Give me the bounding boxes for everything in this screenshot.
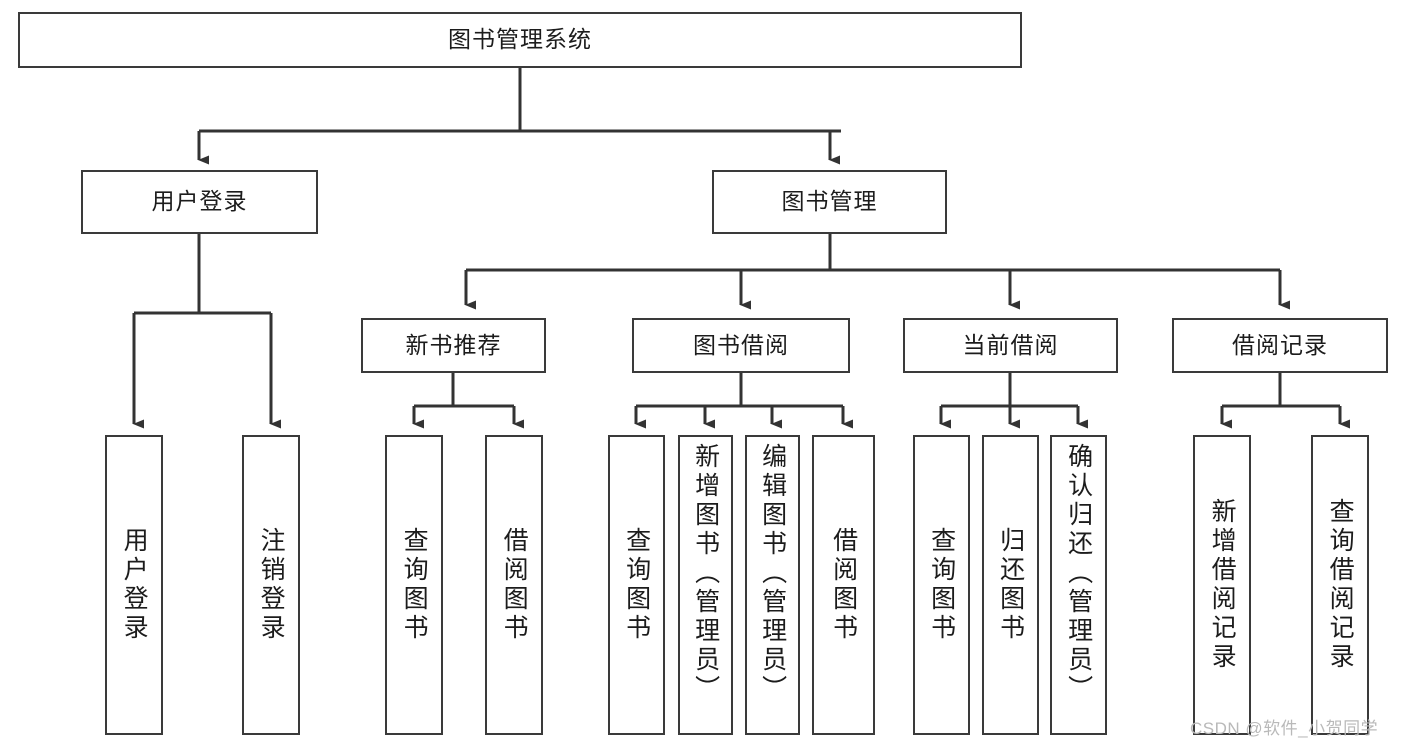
node-label: 借阅图书 <box>829 527 858 643</box>
node-label: 查询借阅记录 <box>1326 498 1355 672</box>
node-label: 图书借阅 <box>693 331 789 358</box>
node-label: 新书推荐 <box>405 331 502 358</box>
node-label: 查询图书 <box>927 527 956 643</box>
node-leaf-confirm-return-admin[interactable]: 确认归还（管理员） <box>1050 435 1107 735</box>
node-label: 当前借阅 <box>962 331 1059 358</box>
node-label: 查询图书 <box>400 527 429 643</box>
node-leaf-query-book-new[interactable]: 查询图书 <box>385 435 443 735</box>
node-label: 用户登录 <box>120 527 149 643</box>
node-leaf-edit-book-admin[interactable]: 编辑图书（管理员） <box>745 435 800 735</box>
node-label: 用户登录 <box>151 188 248 215</box>
node-label: 归还图书 <box>996 527 1025 643</box>
node-label: 借阅图书 <box>500 527 529 643</box>
node-new-book-recommendation[interactable]: 新书推荐 <box>361 318 546 373</box>
node-leaf-add-book-admin[interactable]: 新增图书（管理员） <box>678 435 733 735</box>
node-leaf-borrow-book-borrow[interactable]: 借阅图书 <box>812 435 875 735</box>
node-leaf-query-book-current[interactable]: 查询图书 <box>913 435 970 735</box>
node-book-manage[interactable]: 图书管理 <box>712 170 947 234</box>
node-leaf-add-borrow-record[interactable]: 新增借阅记录 <box>1193 435 1251 735</box>
node-label: 编辑图书（管理员） <box>758 443 787 704</box>
node-label: 新增图书（管理员） <box>691 443 720 704</box>
node-label: 确认归还（管理员） <box>1064 443 1093 704</box>
node-leaf-user-login[interactable]: 用户登录 <box>105 435 163 735</box>
node-label: 查询图书 <box>622 527 651 643</box>
node-label: 图书管理 <box>781 188 878 215</box>
node-book-borrow[interactable]: 图书借阅 <box>632 318 850 373</box>
node-leaf-query-book-borrow[interactable]: 查询图书 <box>608 435 665 735</box>
node-label: 注销登录 <box>257 527 286 643</box>
node-label: 图书管理系统 <box>448 26 592 53</box>
node-root-book-management-system[interactable]: 图书管理系统 <box>18 12 1022 68</box>
node-leaf-borrow-book-new[interactable]: 借阅图书 <box>485 435 543 735</box>
node-current-borrow[interactable]: 当前借阅 <box>903 318 1118 373</box>
node-user-login[interactable]: 用户登录 <box>81 170 318 234</box>
csdn-watermark: CSDN @软件_小贺同学 <box>1190 719 1379 738</box>
node-leaf-return-book[interactable]: 归还图书 <box>982 435 1039 735</box>
node-leaf-logout-login[interactable]: 注销登录 <box>242 435 300 735</box>
node-leaf-query-borrow-record[interactable]: 查询借阅记录 <box>1311 435 1369 735</box>
node-borrow-record[interactable]: 借阅记录 <box>1172 318 1388 373</box>
node-label: 借阅记录 <box>1232 331 1328 358</box>
node-label: 新增借阅记录 <box>1208 498 1237 672</box>
